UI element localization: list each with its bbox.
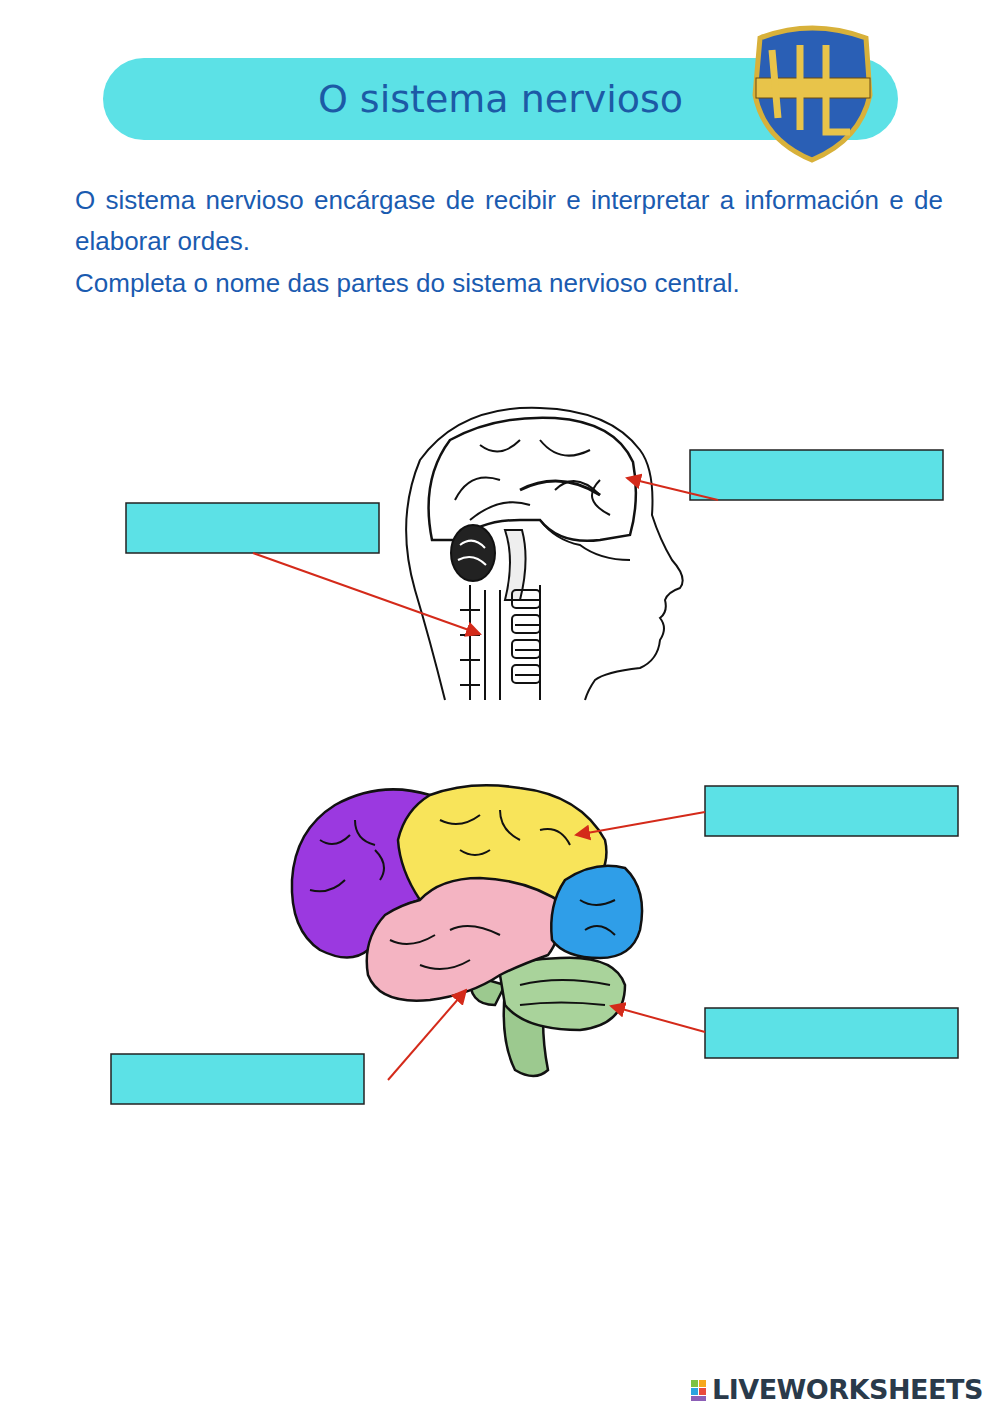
watermark: LIVEWORKSHEETS (712, 1374, 983, 1405)
head-section (406, 408, 683, 700)
watermark-icon (691, 1380, 706, 1401)
instruction-text: Completa o nome das partes do sistema ne… (75, 263, 943, 304)
page-title: O sistema nervioso (103, 58, 898, 140)
leader-arrows (253, 478, 718, 1080)
school-logo (755, 28, 870, 160)
brain-lobes (292, 785, 642, 1076)
answer-boxes (111, 450, 958, 1104)
intro-text: O sistema nervioso encárgase de recibir … (75, 180, 943, 262)
